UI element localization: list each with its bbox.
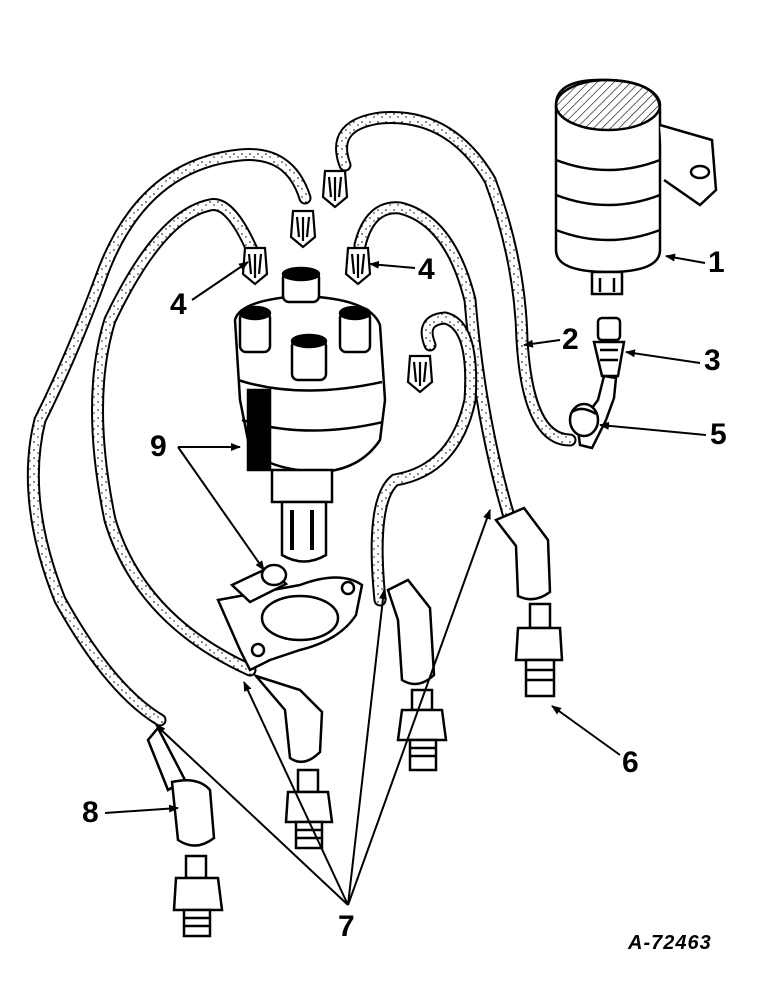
callout-5: 5 xyxy=(710,418,727,451)
callout-3: 3 xyxy=(704,344,721,377)
callout-9: 9 xyxy=(150,430,167,463)
callout-2: 2 xyxy=(562,323,579,356)
callout-6: 6 xyxy=(622,746,639,779)
ignition-coil xyxy=(554,78,718,296)
callout-8: 8 xyxy=(82,796,99,829)
ignition-wires xyxy=(26,111,577,727)
leader-lines xyxy=(104,253,707,906)
drawing-number: A-72463 xyxy=(628,932,712,954)
callout-4-right: 4 xyxy=(418,253,435,286)
distributor-gasket xyxy=(216,563,364,672)
wire-terminals xyxy=(241,169,434,394)
callout-1: 1 xyxy=(708,246,725,279)
spark-plug-set xyxy=(146,506,564,938)
coil-lead-assembly xyxy=(568,316,626,450)
distributor xyxy=(233,266,387,563)
callout-7: 7 xyxy=(338,910,355,943)
callout-4-left: 4 xyxy=(170,288,187,321)
